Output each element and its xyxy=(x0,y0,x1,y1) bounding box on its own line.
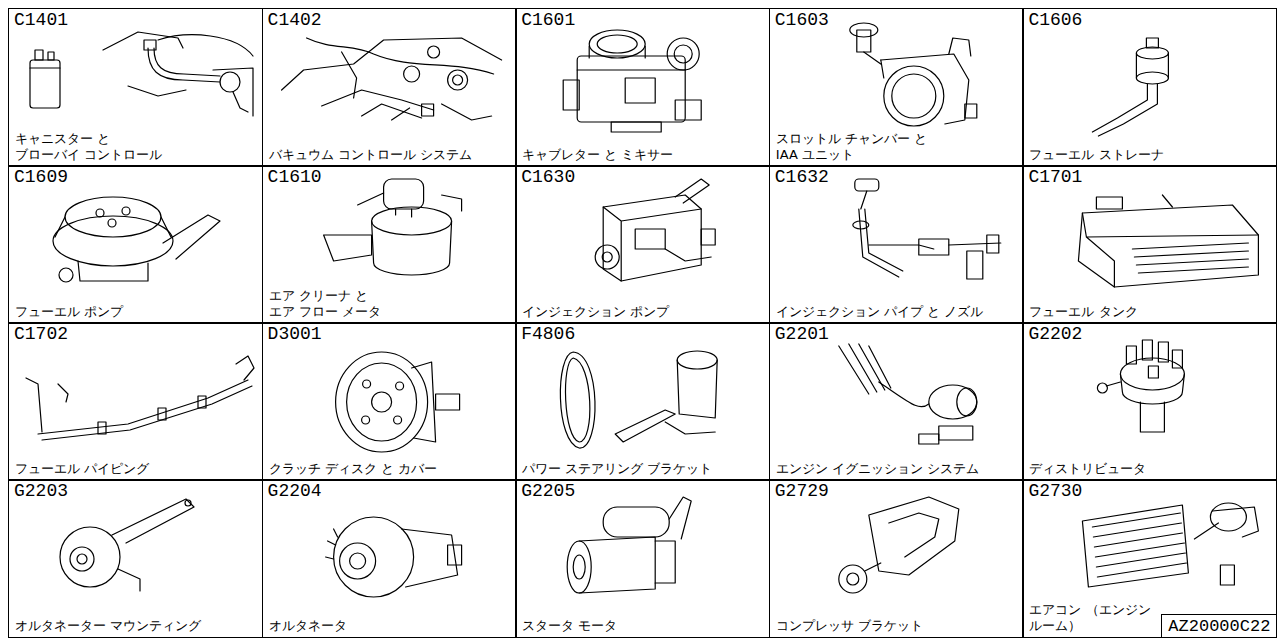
part-name: フューエル タンク xyxy=(1029,304,1137,320)
part-code: C1601 xyxy=(521,10,575,30)
part-name: フューエル パイピング xyxy=(15,461,149,477)
part-code: C1630 xyxy=(521,167,575,187)
catalog-cell: C1702 フューエル パイピング xyxy=(8,322,263,481)
figure-code: AZ20000C22 xyxy=(1168,617,1270,636)
catalog-cell: G2202 ディストリビュータ xyxy=(1022,322,1277,481)
part-name: エアコン （エンジン ルーム） xyxy=(1029,602,1179,634)
catalog-cell: G2729 コンプレッサ ブラケット xyxy=(769,479,1024,638)
catalog-cell: C1603 スロットル チャンバー と IAA ユニット xyxy=(769,8,1024,167)
catalog-cell: C1632 インジェクション パイプ と ノズル xyxy=(769,165,1024,324)
part-name: バキュウム コントロール システム xyxy=(269,147,472,163)
catalog-cell: G2201 エンジン イグニッション システム xyxy=(769,322,1024,481)
part-code: G2201 xyxy=(775,324,829,344)
part-name: パワー ステアリング ブラケット xyxy=(522,461,712,477)
catalog-cell: C1609 フューエル ポンプ xyxy=(8,165,263,324)
catalog-cell: C1610 エア クリーナ と エア フロー メータ xyxy=(262,165,517,324)
part-code: C1606 xyxy=(1028,10,1082,30)
part-name: フューエル ポンプ xyxy=(15,304,123,320)
part-code: C1701 xyxy=(1028,167,1082,187)
part-code: C1401 xyxy=(14,10,68,30)
catalog-cell: C1601 キャブレター と ミキサー xyxy=(515,8,770,167)
part-name: フューエル ストレーナ xyxy=(1029,147,1163,163)
part-code: G2202 xyxy=(1028,324,1082,344)
figure-code-box: AZ20000C22 xyxy=(1161,614,1277,638)
part-name: ディストリビュータ xyxy=(1029,461,1146,477)
catalog-cell: C1606 フューエル ストレーナ xyxy=(1022,8,1277,167)
part-code: C1402 xyxy=(268,10,322,30)
part-name: クラッチ ディスク と カバー xyxy=(269,461,437,477)
part-name: エンジン イグニッション システム xyxy=(776,461,979,477)
catalog-cell: G2203 オルタネーター マウンティング xyxy=(8,479,263,638)
part-name: キャブレター と ミキサー xyxy=(522,147,673,163)
part-code: G2203 xyxy=(14,481,68,501)
part-name: インジェクション パイプ と ノズル xyxy=(776,304,983,320)
part-code: C1610 xyxy=(268,167,322,187)
catalog-cell: F4806 パワー ステアリング ブラケット xyxy=(515,322,770,481)
part-code: D3001 xyxy=(268,324,322,344)
part-name: スロットル チャンバー と IAA ユニット xyxy=(776,131,941,163)
part-code: C1609 xyxy=(14,167,68,187)
catalog-cell: G2204 オルタネータ xyxy=(262,479,517,638)
part-code: C1603 xyxy=(775,10,829,30)
part-name: コンプレッサ ブラケット xyxy=(776,618,923,634)
catalog-cell: G2205 スタータ モータ xyxy=(515,479,770,638)
part-name: スタータ モータ xyxy=(522,618,617,634)
catalog-cell: D3001 クラッチ ディスク と カバー xyxy=(262,322,517,481)
part-code: G2205 xyxy=(521,481,575,501)
part-code: G2730 xyxy=(1028,481,1082,501)
part-code: F4806 xyxy=(521,324,575,344)
part-name: オルタネータ xyxy=(269,618,347,634)
catalog-cell: C1701 フューエル タンク xyxy=(1022,165,1277,324)
part-name: インジェクション ポンプ xyxy=(522,304,669,320)
catalog-cell: C1630 インジェクション ポンプ xyxy=(515,165,770,324)
part-name: エア クリーナ と エア フロー メータ xyxy=(269,288,394,320)
part-code: G2729 xyxy=(775,481,829,501)
part-name: オルタネーター マウンティング xyxy=(15,618,201,634)
catalog-cell: C1401 キャニスター と ブローバイ コントロール xyxy=(8,8,263,167)
part-name: キャニスター と ブローバイ コントロール xyxy=(15,131,165,163)
part-code: C1632 xyxy=(775,167,829,187)
catalog-cell: C1402 バキュウム コントロール システム xyxy=(262,8,517,167)
part-code: C1702 xyxy=(14,324,68,344)
part-code: G2204 xyxy=(268,481,322,501)
